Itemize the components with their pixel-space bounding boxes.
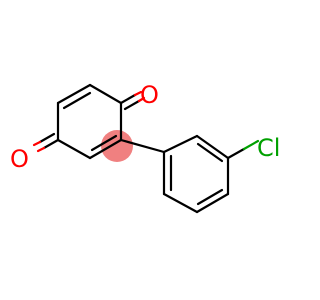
bond-c4-o2-b-red <box>32 140 42 147</box>
bond-a2-a3 <box>195 134 230 160</box>
oxygen-label-top: O <box>140 81 159 109</box>
bond-c1-o1-a <box>119 93 137 105</box>
chlorine-label: Cl <box>257 134 280 162</box>
bond-c2-c3 <box>56 83 92 105</box>
oxygen-label-left: O <box>10 145 29 173</box>
bond-c-cl-green <box>242 139 260 151</box>
bond-c4-o2-a-red <box>36 146 46 153</box>
bond-a2-a3-inner <box>196 142 224 163</box>
bond-a4-a5 <box>195 192 230 214</box>
quinone-ring <box>56 83 123 160</box>
bond-a5-a6 <box>162 192 199 214</box>
bond-c5-c6-inner <box>90 134 118 152</box>
bond-c4-c5 <box>56 138 92 160</box>
carbonyl-bonds <box>32 90 146 153</box>
bond-c1-o1-b <box>123 99 141 111</box>
bond-ring-to-aryl <box>119 138 166 154</box>
bond-c4-o2-a <box>42 138 60 150</box>
bond-c2-c3-inner <box>62 91 92 110</box>
chlorophenyl-ring <box>162 134 230 214</box>
bond-a1-a2 <box>162 134 199 154</box>
bond-a4-a5-inner <box>196 188 224 206</box>
bond-c1-o1-b-red <box>137 96 146 103</box>
bond-c5-c6 <box>88 138 123 160</box>
bond-c1-o1-a-red <box>133 90 143 97</box>
bond-c4-o2-b <box>38 132 56 144</box>
highlighted-atom <box>101 130 133 162</box>
bond-c-cl-black <box>226 147 246 160</box>
structure-diagram: O O Cl <box>10 81 280 214</box>
bond-c1-c2 <box>88 83 123 105</box>
